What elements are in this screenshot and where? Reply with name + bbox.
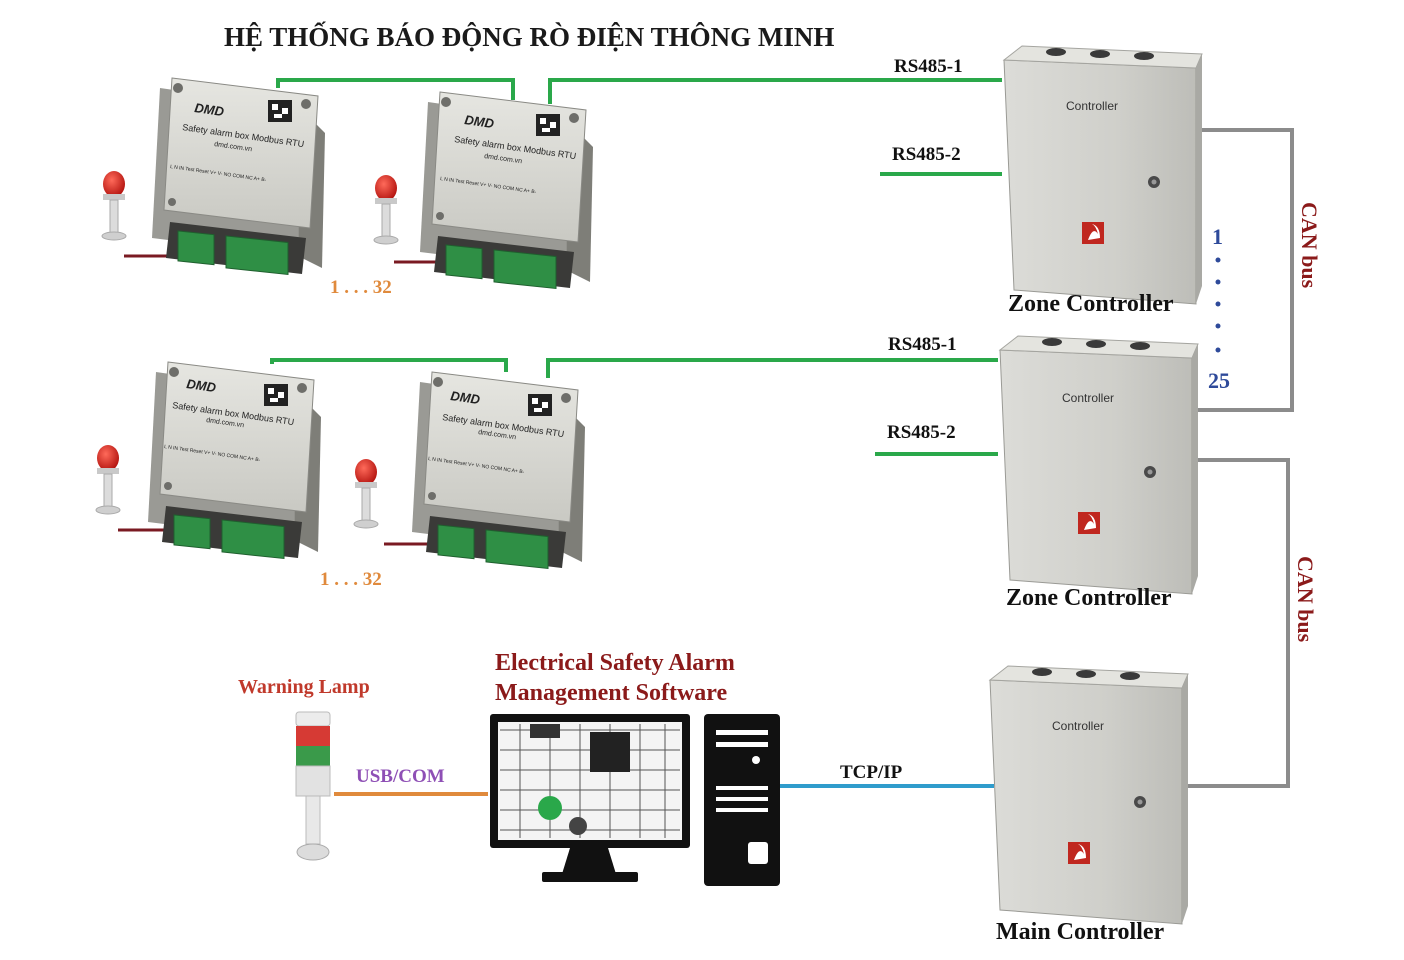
rs485-green-lines bbox=[270, 78, 1002, 456]
zone-range-dots bbox=[1215, 257, 1221, 353]
zone-range-end: 25 bbox=[1208, 368, 1230, 393]
zone-controller-cabinet-2 bbox=[999, 335, 1199, 595]
can-bus-label-bottom: CAN bus bbox=[1293, 556, 1318, 643]
cabinet-label-3: Controller bbox=[1052, 719, 1104, 733]
warning-lamp-icon bbox=[295, 711, 331, 861]
device-brand-1: DMD bbox=[194, 100, 226, 119]
monitor-icon bbox=[490, 714, 690, 882]
software-title-line1: Electrical Safety Alarm bbox=[495, 650, 735, 676]
cabinet-label-1: Controller bbox=[1066, 99, 1118, 113]
range-label-bottom: 1 . . . 32 bbox=[320, 569, 382, 590]
red-lamp-3 bbox=[95, 444, 121, 515]
tcp-ip-label: TCP/IP bbox=[840, 762, 903, 783]
can-bus-label-top: CAN bus bbox=[1297, 202, 1322, 289]
red-lamp-4 bbox=[353, 458, 379, 529]
red-lamp-2 bbox=[373, 174, 399, 245]
warning-lamp-label: Warning Lamp bbox=[238, 676, 370, 698]
range-label-top: 1 . . . 32 bbox=[330, 277, 392, 298]
can-bus-gray-lines bbox=[1186, 128, 1294, 788]
usb-com-label: USB/COM bbox=[356, 766, 445, 787]
page-title: HỆ THỐNG BÁO ĐỘNG RÒ ĐIỆN THÔNG MINH bbox=[224, 21, 834, 52]
red-lamp-1 bbox=[101, 170, 127, 241]
rs485-1-label-top: RS485-1 bbox=[894, 56, 963, 77]
main-controller-label: Main Controller bbox=[996, 919, 1165, 945]
main-controller-cabinet bbox=[989, 665, 1189, 925]
rs485-2-label-top: RS485-2 bbox=[892, 144, 961, 165]
zone-range-start: 1 bbox=[1212, 224, 1223, 249]
rs485-1-label-bottom: RS485-1 bbox=[888, 334, 957, 355]
rs485-2-label-bottom: RS485-2 bbox=[887, 422, 956, 443]
zone-controller-label-2: Zone Controller bbox=[1006, 585, 1172, 611]
software-title-line2: Management Software bbox=[495, 680, 728, 706]
cabinet-label-2: Controller bbox=[1062, 391, 1114, 405]
device-brand-2: DMD bbox=[464, 112, 496, 131]
zone-controller-cabinet-1 bbox=[1003, 45, 1203, 305]
alarm-box-3 bbox=[147, 361, 322, 560]
pc-tower-icon bbox=[704, 714, 780, 886]
device-brand-4: DMD bbox=[450, 388, 482, 407]
zone-controller-label-1: Zone Controller bbox=[1008, 291, 1174, 317]
device-brand-3: DMD bbox=[186, 376, 218, 395]
